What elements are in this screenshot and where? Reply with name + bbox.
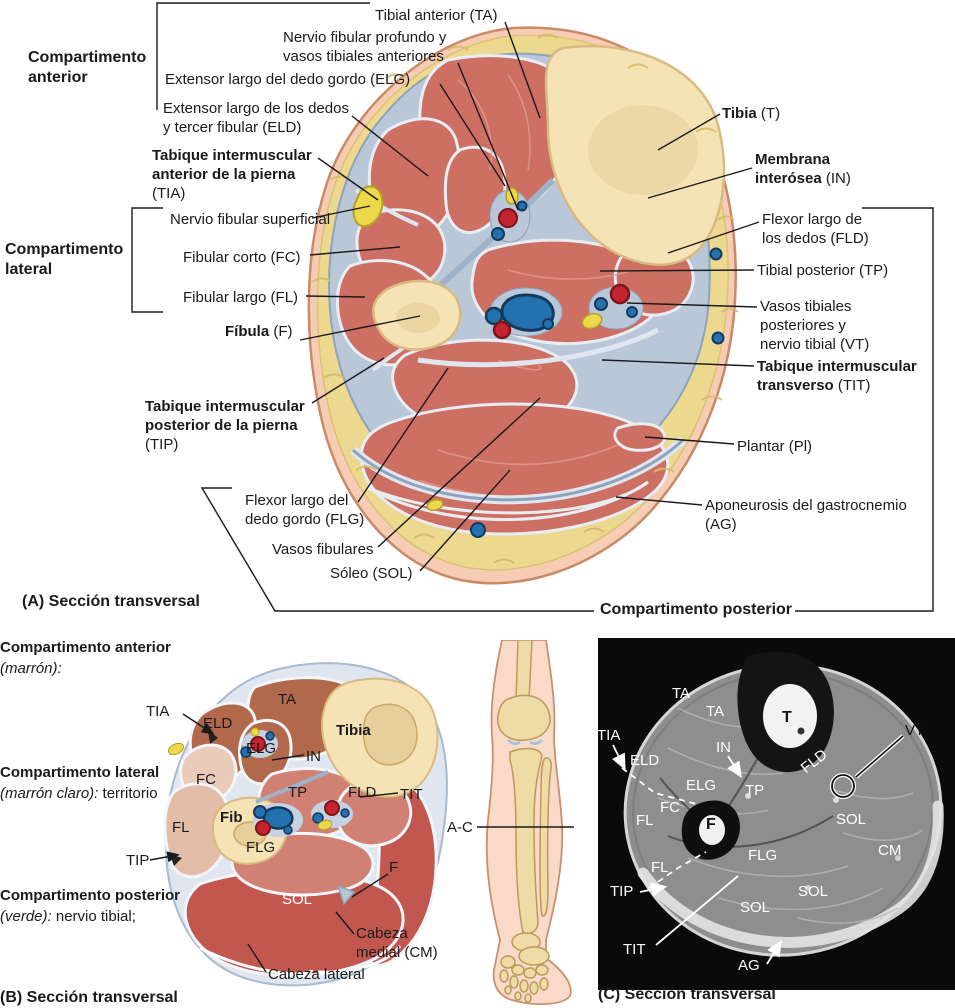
caption-panel-c: (C) Sección transversal [598,986,776,1003]
leader-line [457,62,519,211]
aponeurosis-gastrocnemio [351,438,685,502]
leader-line [309,246,401,256]
leader-line [639,882,668,897]
leader-line [621,767,701,806]
muscle-gastrocnemius [367,480,649,521]
leader-line [615,496,703,506]
tibia-bone-inset [509,747,543,935]
leader-line [611,744,626,771]
leader-line [626,302,758,308]
leader-line [667,221,760,254]
bracket-posterior-right [795,207,934,612]
leader-line [377,397,541,548]
caption-panel-a: (A) Sección transversal [22,593,200,610]
panel-c-mri [598,638,955,990]
b-vessels [167,727,353,837]
leader-line [299,315,421,341]
leader-line [644,436,735,445]
leader-line [855,735,904,778]
septum-tit [417,327,660,368]
leader-line [727,755,742,779]
marker-circle [831,774,855,798]
mri-fibula-marrow [699,815,725,845]
leader-line [359,792,399,798]
leader-line [311,205,371,219]
interosseous-membrane [430,177,556,295]
leader-line [247,943,267,973]
small-vessels [426,247,725,538]
leader-line [351,873,389,898]
leader-line [182,713,215,735]
leg-orientation-inset [485,640,572,1005]
leader-line [648,851,707,889]
leader-line [149,851,180,863]
leader-line [599,269,755,272]
caption-panel-b: (B) Sección transversal [0,989,178,1006]
fibular-vessels [581,283,644,330]
leader-line [317,157,379,201]
leader-line [601,359,755,367]
leader-line [504,21,541,119]
leader-line [647,167,753,199]
fibula-bone-inset [539,757,552,917]
leader-line [419,469,511,572]
b-f-wedge [336,884,356,906]
panel-b-illustration [163,662,448,987]
leader-line [311,357,385,404]
leader-line [351,115,429,177]
bracket-anterior [156,2,370,110]
muscle-plantaris [613,422,667,452]
leader-line [335,911,355,935]
bracket-lateral [131,207,163,313]
leader-line [357,367,449,503]
leader-line [657,113,721,151]
b-fl [163,782,231,879]
leader-line [271,754,305,761]
leader-line [655,875,739,946]
bracket-posterior-left [200,487,594,612]
posterior-tibial-vessels [484,287,563,340]
leader-line [766,939,782,965]
leader-line [439,83,506,187]
leader-line [305,295,366,298]
b-membrane [255,770,329,804]
